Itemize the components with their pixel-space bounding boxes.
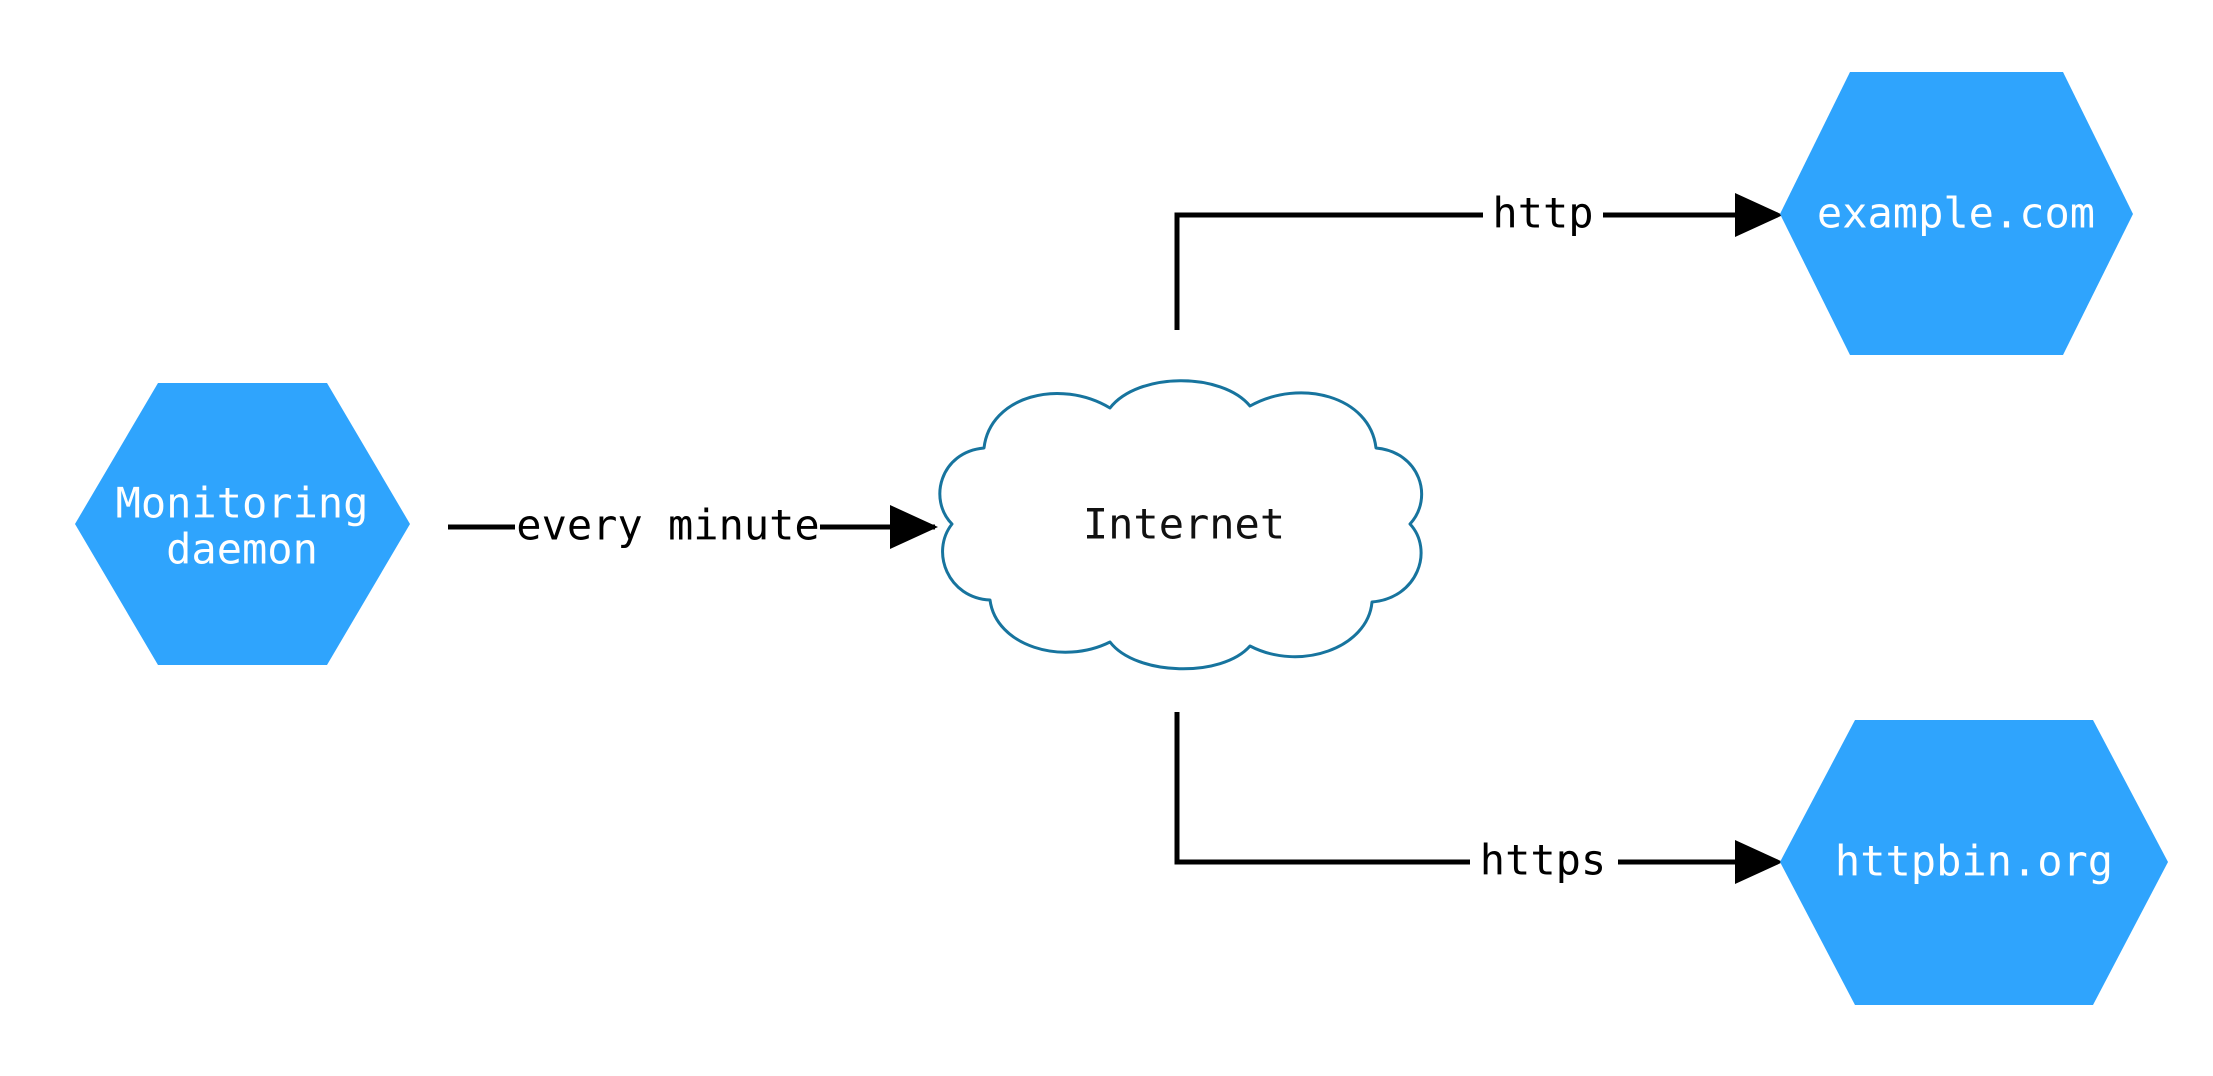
node-example-com-label: example.com (1817, 189, 2095, 238)
edge-internet-to-httpbin-arrowhead (1735, 840, 1783, 884)
edge-internet-to-httpbin-label: https (1480, 836, 1606, 885)
node-httpbin-org-shape[interactable] (1780, 720, 2168, 1005)
node-monitoring-daemon[interactable]: Monitoring daemon (75, 383, 410, 665)
edge-daemon-to-internet-label-bg (515, 503, 820, 551)
edge-daemon-to-internet-label: every minute (516, 501, 819, 550)
node-monitoring-daemon-shape[interactable] (75, 383, 410, 665)
node-internet-shape[interactable] (938, 379, 1424, 671)
edge-internet-to-example: http (1174, 189, 1783, 330)
node-example-com-shape[interactable] (1780, 72, 2133, 355)
edge-internet-to-httpbin-label-bg (1470, 838, 1618, 886)
edge-internet-to-example-label: http (1492, 189, 1593, 238)
node-monitoring-daemon-label-line1: Monitoring (116, 479, 369, 528)
node-httpbin-org[interactable]: httpbin.org (1780, 720, 2168, 1005)
edge-internet-to-example-arrowhead (1735, 193, 1783, 237)
edge-internet-to-httpbin: https (1174, 712, 1783, 886)
node-example-com[interactable]: example.com (1780, 72, 2133, 355)
edge-daemon-to-internet-arrowhead (890, 505, 938, 549)
node-monitoring-daemon-label-line2: daemon (166, 525, 318, 574)
edge-internet-to-example-label-bg (1483, 191, 1603, 239)
node-httpbin-org-label: httpbin.org (1835, 837, 2113, 886)
node-internet[interactable]: Internet (938, 379, 1424, 671)
edge-daemon-to-internet: every minute (448, 501, 938, 551)
node-internet-label: Internet (1083, 500, 1285, 549)
